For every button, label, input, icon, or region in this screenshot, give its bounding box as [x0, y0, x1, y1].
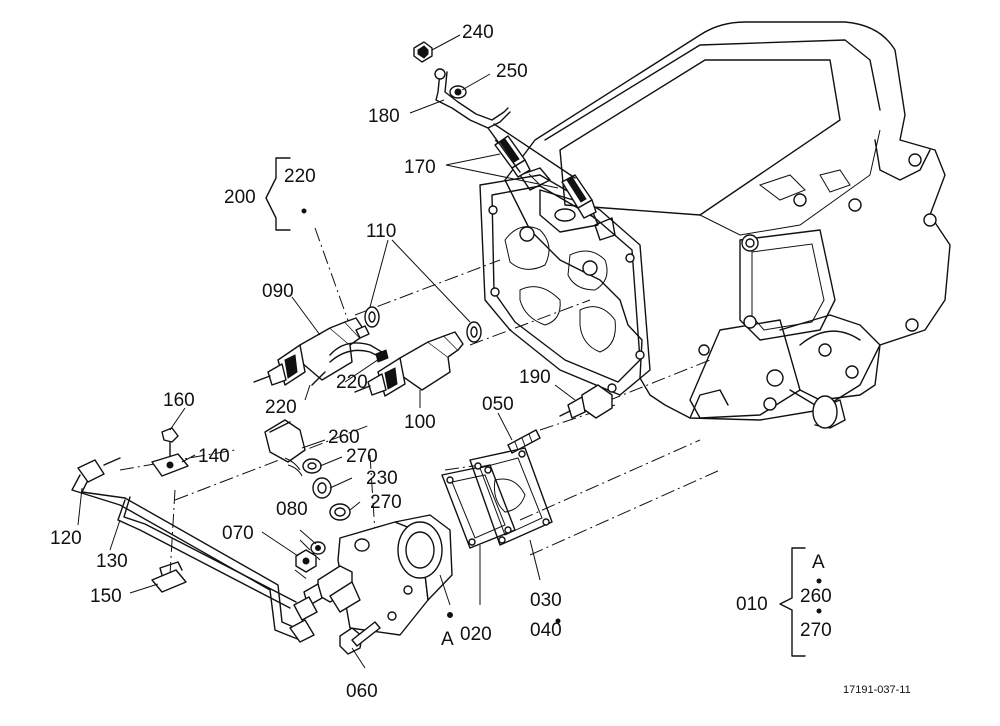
- plug-260: [264, 419, 306, 477]
- gasket-020: [441, 464, 516, 549]
- label-020: 020: [460, 624, 492, 645]
- label-220-mid: 220: [336, 372, 368, 393]
- label-110: 110: [366, 221, 396, 242]
- label-060: 060: [346, 681, 378, 702]
- pressure-switch-170-right: [561, 174, 597, 219]
- bolt-060: [339, 621, 381, 655]
- washer-270-a: [302, 458, 322, 474]
- stud-050: [507, 429, 541, 454]
- label-150: 150: [90, 586, 122, 607]
- bolt-240: [413, 41, 433, 63]
- kit-legend-bracket: [779, 547, 822, 657]
- pipe-end-fittings: [289, 596, 318, 643]
- label-220-top: 220: [284, 166, 316, 187]
- pressure-switch-170-left: [494, 135, 531, 178]
- wiring-bracket-180: [435, 71, 576, 179]
- part-labels: 240 250 180 170 200 220 110 090 220 220 …: [50, 22, 911, 702]
- valve-body-cover: [479, 167, 651, 396]
- kit-label-010: 010: [736, 594, 768, 615]
- clip-150: [151, 561, 187, 593]
- bolt-250: [434, 68, 467, 99]
- label-050: 050: [482, 394, 514, 415]
- label-100: 100: [404, 412, 436, 433]
- label-170: 170: [404, 157, 436, 178]
- label-270-a: 270: [346, 446, 378, 467]
- drawing-number: 17191-037-11: [843, 684, 911, 696]
- label-070: 070: [222, 523, 254, 544]
- label-180: 180: [368, 106, 400, 127]
- o-ring-110-right: [466, 321, 482, 343]
- connector-120: [77, 457, 121, 483]
- label-A: A: [441, 629, 454, 650]
- clip-140: [151, 453, 189, 477]
- kit-item-A: A: [812, 552, 825, 573]
- label-250: 250: [496, 61, 528, 82]
- nut-070: [295, 549, 317, 573]
- pipe-130: [71, 474, 306, 641]
- label-030: 030: [530, 590, 562, 611]
- gasket-030: [469, 447, 553, 546]
- label-040: 040: [530, 620, 562, 641]
- label-140: 140: [198, 446, 230, 467]
- label-200: 200: [224, 187, 256, 208]
- washer-270-b: [329, 503, 351, 521]
- bracket-200: [265, 157, 291, 231]
- kit-item-260: 260: [800, 586, 832, 607]
- label-270-b: 270: [370, 492, 402, 513]
- label-120: 120: [50, 528, 82, 549]
- transmission-housing: [504, 21, 951, 429]
- bolt-160: [161, 427, 179, 459]
- solenoid-valve-100: [354, 331, 464, 397]
- label-130: 130: [96, 551, 128, 572]
- pressure-switch-190: [559, 384, 613, 419]
- leader-lines: [77, 34, 576, 669]
- washer-080: [310, 541, 326, 555]
- label-160: 160: [163, 390, 195, 411]
- solenoid-valve-090: [253, 317, 370, 386]
- label-230: 230: [366, 468, 398, 489]
- label-220-low: 220: [265, 397, 297, 418]
- kit-item-270: 270: [800, 620, 832, 641]
- washer-230: [312, 477, 332, 499]
- o-ring-110-left: [364, 306, 380, 328]
- label-260: 260: [328, 427, 360, 448]
- label-240: 240: [462, 22, 494, 43]
- label-190: 190: [519, 367, 551, 388]
- label-080: 080: [276, 499, 308, 520]
- label-090: 090: [262, 281, 294, 302]
- valve-assembly-A: [303, 514, 453, 636]
